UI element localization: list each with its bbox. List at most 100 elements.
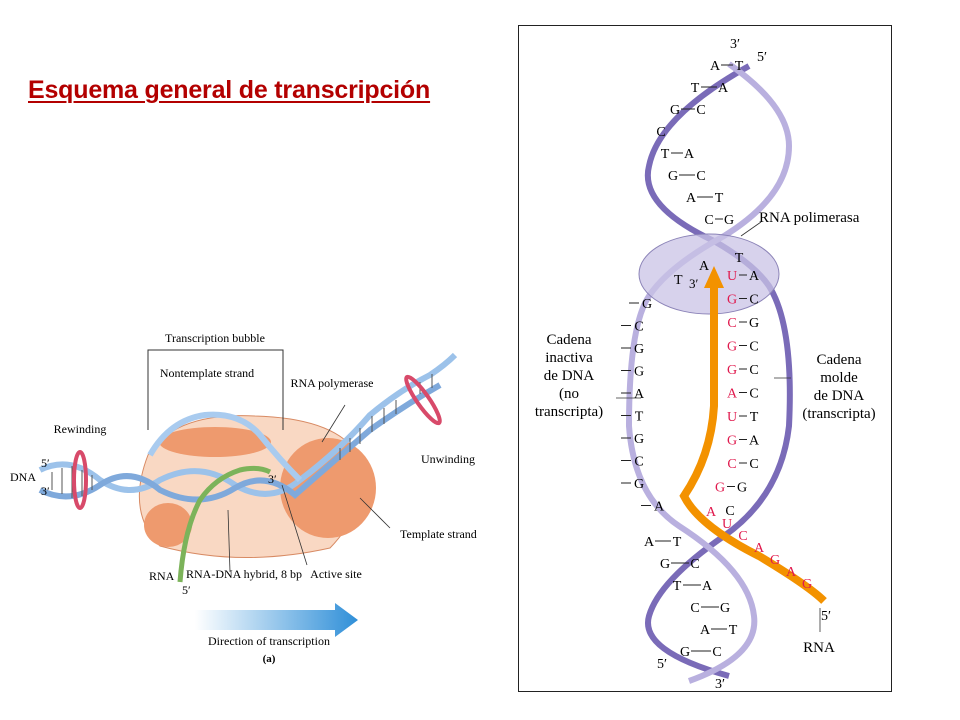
template-label-line: (transcripta) [802,406,875,422]
noncoding-label-line: de DNA [544,368,595,384]
bottom-3-prime: 3′ [715,677,725,691]
top-3-prime: 3′ [730,37,740,52]
polymerase-label: RNA polymerase [291,376,374,390]
noncoding-base: T [635,410,644,425]
noncoding-base: A [634,387,645,402]
template-base: C [725,504,734,519]
polymerase-name: RNA polimerasa [759,210,860,226]
rna-base: G [715,481,725,496]
template-base: T [750,410,759,425]
unwinding-ring [404,374,442,426]
template-base: C [749,387,758,402]
template-base: C [749,363,758,378]
template-label-line: molde [820,370,858,386]
noncoding-base: G [642,297,652,312]
polymerase-upper-lobe [159,427,271,457]
noncoding-base: A [654,500,665,515]
hybrid-label: RNA-DNA hybrid, 8 bp [186,567,302,581]
rna-tail-base: A [706,505,717,520]
rna-base: C [727,457,736,472]
rna-tail-base: A [754,541,765,556]
top-pair-left-base: G [670,103,680,118]
dna-5-prime: 5′ [41,456,50,470]
top-pair-left-base: T [661,147,670,162]
rna-end-label: RNA [803,640,835,656]
noncoding-label-line: inactiva [545,350,593,366]
rna-strand [177,465,272,583]
rna-tail-base: G [802,577,812,592]
bottom-pair-left-base: A [700,623,711,638]
helix-strand-back [625,61,793,684]
rna-base: G [727,293,737,308]
top-pair-right-base: C [696,169,705,184]
top-pair-left-base: C [704,213,713,228]
top-pair-right-base: T [715,191,724,206]
active-site-label: Active site [310,567,362,581]
template-label-line: de DNA [814,388,865,404]
bottom-pair-right-base: T [729,623,738,638]
template-base: G [749,316,759,331]
rna-tail-base: A [786,565,797,580]
rna-tail-base: C [738,529,747,544]
noncoding-base: C [634,320,643,335]
bottom-pair-left-base: C [690,601,699,616]
top-pair-right-base: C [696,103,705,118]
bubble-t-right-base: T [735,251,744,266]
template-base: C [749,340,758,355]
noncoding-label-line: Cadena [547,332,592,348]
top-pair-right-base: A [684,147,695,162]
helix-strand-front [644,63,793,679]
bubble-a-base: A [699,259,710,274]
top-pair-right-base: A [718,81,729,96]
top-5-prime: 5′ [757,50,767,65]
top-pair-left-base: T [691,81,700,96]
polymerase-right-lobe [280,438,376,538]
rna-base: U [727,269,737,284]
rna-base: G [727,363,737,378]
rna-3-prime: 3′ [268,472,277,486]
template-label: Template strand [400,527,477,541]
rna-orange-strand [679,281,827,604]
page-title: Esquema general de transcripción [28,76,431,104]
polymerase-left-lobe [144,503,192,547]
rna-5-prime: 5′ [182,583,191,597]
template-label-line: Cadena [817,352,862,368]
template-base: C [749,457,758,472]
dna-rungs [51,374,433,498]
bottom-pair-right-base: C [690,557,699,572]
bottom-5-prime: 5′ [657,657,667,672]
bottom-pair-left-base: G [680,645,690,660]
top-pair-right-base: G [724,213,734,228]
dna-label: DNA [10,470,36,484]
bottom-pair-left-base: G [660,557,670,572]
rewinding-label: Rewinding [54,422,107,436]
bubble-label: Transcription bubble [165,331,265,345]
rna-tail-base: G [770,553,780,568]
noncoding-base: G [634,365,644,380]
dna-3-prime: 3′ [41,484,50,498]
bubble-t-base: T [674,273,683,288]
template-strand-label: Cadena molde de DNA (transcripta) [802,352,875,422]
rna-base: G [727,434,737,449]
top-pair-left-base: C [656,125,665,140]
rna-base: C [727,316,736,331]
rna-label: RNA [149,569,175,583]
rna-base: U [727,410,737,425]
top-pair-right-base: T [735,59,744,74]
bubble-bracket [147,349,284,430]
rna-base: A [727,387,738,402]
bottom-pair-left-base: A [644,535,655,550]
direction-label: Direction of transcription [208,634,330,648]
bottom-pair-left-base: T [673,579,682,594]
noncoding-base: G [634,477,644,492]
rna-tail-base: U [722,517,732,532]
bottom-pair-right-base: C [712,645,721,660]
